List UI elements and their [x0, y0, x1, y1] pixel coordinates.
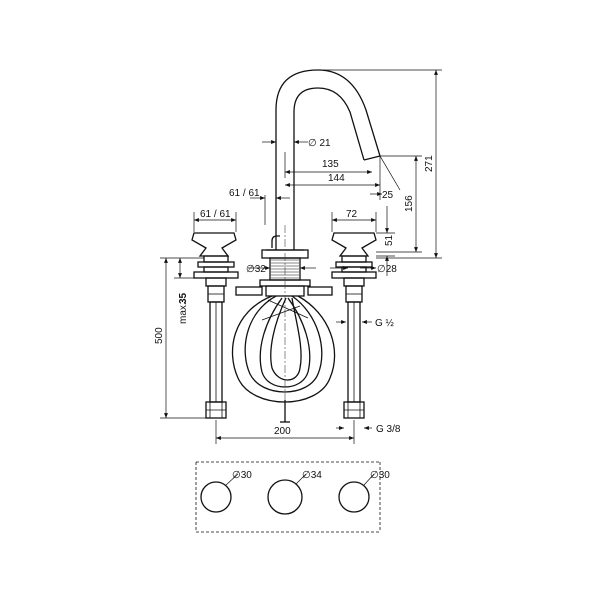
label-max35: 35: [178, 292, 189, 304]
label-d500: 500: [154, 327, 165, 344]
label-h30-left: ∅30: [232, 470, 252, 481]
dimension-lines: [160, 69, 442, 444]
label-d200: 200: [274, 426, 291, 437]
label-g38: G 3/8: [376, 424, 401, 435]
label-d61-left: 61 / 61: [200, 209, 231, 220]
label-max: max.: [178, 302, 189, 324]
label-d144: 144: [328, 173, 345, 184]
hole-right: [338, 481, 370, 513]
label-d21: ∅ 21: [308, 138, 331, 149]
label-d51: 51: [384, 234, 395, 246]
label-d271: 271: [424, 155, 435, 172]
dimension-labels: ∅ 21 135 144 25 61 / 61 61 / 61 72 51 15…: [154, 138, 435, 481]
label-h34: ∅34: [302, 470, 322, 481]
label-d156: 156: [404, 195, 415, 212]
label-d28: ∅28: [377, 264, 397, 275]
label-h30-right: ∅30: [370, 470, 390, 481]
hose-loops: [231, 286, 336, 423]
right-valve: [331, 232, 377, 419]
label-g12: G ½: [375, 318, 395, 329]
label-d72: 72: [346, 209, 358, 220]
label-d25: 25: [382, 190, 394, 201]
left-valve: [191, 232, 239, 419]
label-d32: ∅32: [246, 264, 266, 275]
label-d61-upper: 61 / 61: [229, 188, 260, 199]
label-d135: 135: [322, 159, 339, 170]
hole-plan-view: [195, 461, 381, 533]
hole-left: [200, 481, 232, 513]
centre-body: [259, 225, 311, 420]
hole-centre: [267, 479, 303, 515]
